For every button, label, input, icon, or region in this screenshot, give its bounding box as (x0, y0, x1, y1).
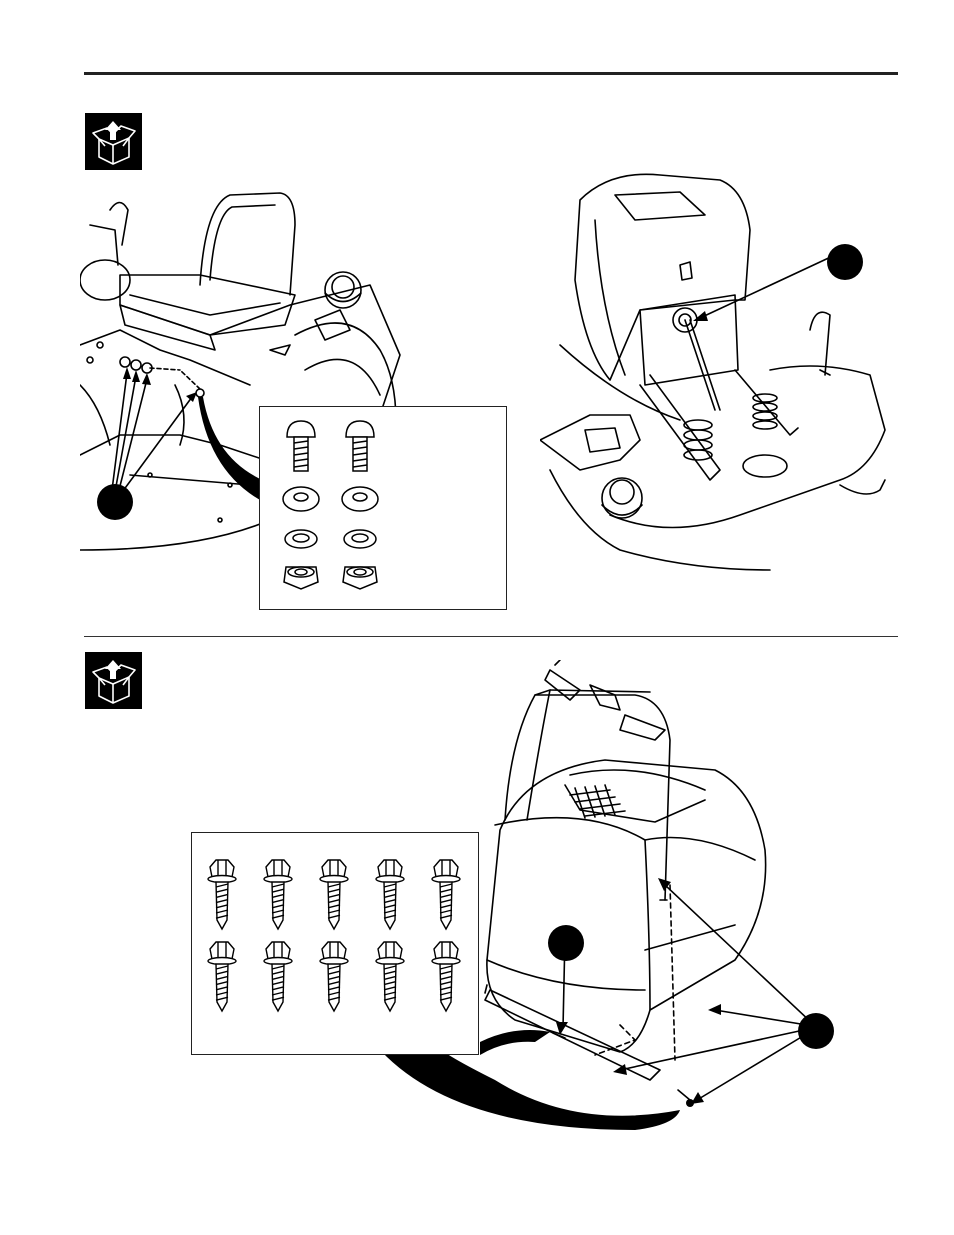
self-tapping-screw (208, 942, 236, 1011)
seat-hardware-box (259, 406, 507, 610)
self-tapping-screw (320, 942, 348, 1011)
seat-spring-illustration (540, 170, 890, 580)
bagger-hardware-parts (192, 833, 478, 1054)
self-tapping-screw (432, 942, 460, 1011)
self-tapping-screw (432, 860, 460, 929)
self-tapping-screw (376, 860, 404, 929)
self-tapping-screw (264, 942, 292, 1011)
seat-hardware-callout (97, 484, 133, 520)
self-tapping-screw (376, 942, 404, 1011)
section-divider (84, 636, 898, 637)
box-unpack-icon (85, 113, 142, 170)
seat-spring-callout (827, 244, 863, 280)
mount-callout (798, 1013, 834, 1049)
screw-callout (548, 925, 584, 961)
self-tapping-screw (320, 860, 348, 929)
top-rule (84, 72, 898, 75)
seat-hardware-parts (260, 407, 506, 609)
self-tapping-screw (264, 860, 292, 929)
self-tapping-screw (208, 860, 236, 929)
bagger-hardware-box (191, 832, 479, 1055)
box-unpack-icon (85, 652, 142, 709)
